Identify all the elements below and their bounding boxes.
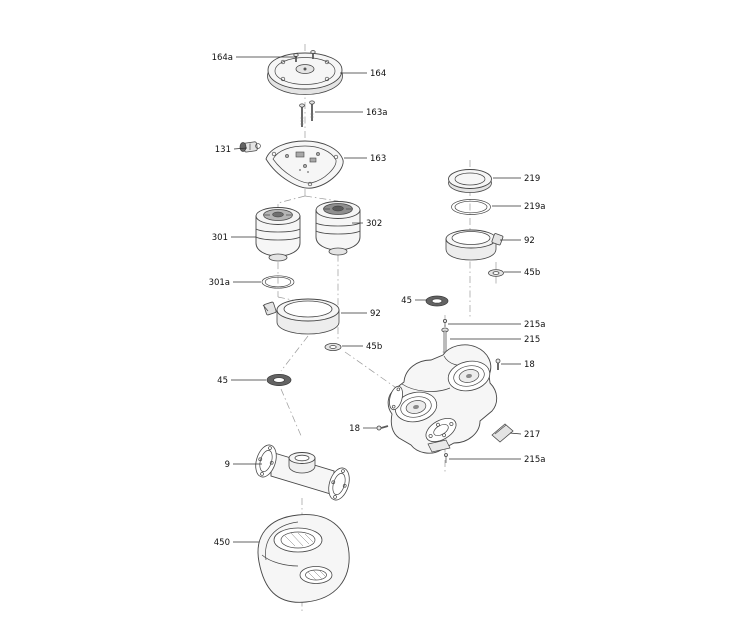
callout-18-right: 18	[501, 360, 535, 370]
part-302-sensor-unit	[315, 201, 361, 256]
callout-163a: 163a	[315, 108, 387, 118]
callout-label-301a: 301a	[209, 278, 230, 288]
part-163a-screws	[299, 100, 315, 127]
callout-label-301: 301	[212, 233, 228, 243]
part-9-pipe-section	[255, 444, 350, 501]
callout-217: 217	[509, 430, 540, 440]
callout-301: 301	[212, 233, 256, 243]
callout-label-163: 163	[370, 154, 386, 164]
part-301-sensor-unit	[255, 207, 301, 262]
part-217-plug	[491, 423, 514, 443]
callout-302: 302	[352, 219, 382, 229]
part-18-screw-right	[495, 358, 501, 370]
callout-label-92-right: 92	[524, 236, 535, 246]
callout-164: 164	[340, 69, 386, 79]
part-164-top-cover	[267, 52, 343, 95]
callout-9: 9	[225, 460, 262, 470]
part-301a-o-ring	[261, 275, 295, 289]
part-45b-washer-right	[488, 269, 504, 277]
part-163-electronics-housing	[265, 140, 344, 189]
callout-label-45-right: 45	[401, 296, 412, 306]
callout-92-right: 92	[500, 236, 535, 246]
part-92-clamp-ring-right	[445, 229, 504, 261]
part-45b-washer-left	[324, 342, 342, 351]
callout-label-92-left: 92	[370, 309, 381, 319]
callout-label-18-left: 18	[349, 424, 360, 434]
part-215a-screw-upper	[442, 318, 447, 327]
part-92-clamp-ring-left	[262, 298, 340, 335]
callout-45-left: 45	[217, 376, 266, 386]
callout-164a: 164a	[212, 53, 297, 63]
callout-label-217: 217	[524, 430, 540, 440]
callout-label-215: 215	[524, 335, 540, 345]
callout-45b-right: 45b	[504, 268, 540, 278]
callout-45b-left: 45b	[342, 342, 382, 352]
callout-label-219: 219	[524, 174, 540, 184]
callout-219: 219	[493, 174, 540, 184]
callout-18-left: 18	[349, 424, 377, 434]
part-164a-cover-screws	[293, 50, 316, 62]
callout-301a: 301a	[209, 278, 261, 288]
callout-label-45b-left: 45b	[366, 342, 382, 352]
part-219a-o-ring	[451, 199, 491, 215]
callout-label-45-left: 45	[217, 376, 228, 386]
callout-163: 163	[344, 154, 386, 164]
callout-label-45b-right: 45b	[524, 268, 540, 278]
callout-215: 215	[450, 335, 540, 345]
callout-45-right: 45	[401, 296, 427, 306]
part-450-housing	[257, 514, 350, 603]
callout-label-9: 9	[225, 460, 230, 470]
callout-label-450: 450	[214, 538, 230, 548]
callout-131: 131	[215, 145, 248, 155]
part-131-connector	[239, 141, 261, 153]
callout-label-215a-upper: 215a	[524, 320, 545, 330]
callout-label-164a: 164a	[212, 53, 233, 63]
callout-215a-lower: 215a	[449, 455, 545, 465]
callout-label-164: 164	[370, 69, 386, 79]
callout-215a-upper: 215a	[448, 320, 545, 330]
callout-label-302: 302	[366, 219, 382, 229]
part-45-gasket-left	[266, 374, 292, 386]
callout-450: 450	[214, 538, 259, 548]
callout-label-131: 131	[215, 145, 231, 155]
callout-label-18-right: 18	[524, 360, 535, 370]
part-215a-screw-lower	[444, 453, 448, 463]
callout-label-219a: 219a	[524, 202, 545, 212]
part-18-screw-left	[376, 425, 389, 431]
callout-label-163a: 163a	[366, 108, 387, 118]
callout-219a: 219a	[492, 202, 545, 212]
callout-92-left: 92	[341, 309, 381, 319]
part-45-gasket-right	[425, 295, 449, 307]
callout-label-215a-lower: 215a	[524, 455, 545, 465]
part-manifold-body	[387, 344, 498, 454]
part-219-cap	[448, 169, 492, 193]
